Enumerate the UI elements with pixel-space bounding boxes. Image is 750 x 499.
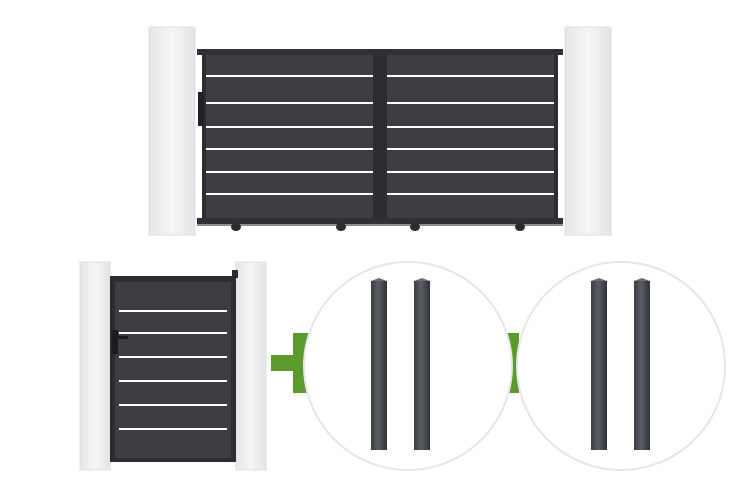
- lock-icon: [198, 92, 204, 126]
- post-pair-circle-1: [303, 261, 513, 471]
- post-right: [634, 278, 650, 450]
- gate-leaf-left: [198, 55, 377, 220]
- gate-leaf-right: [383, 55, 558, 220]
- door-handle-icon: [112, 330, 128, 354]
- pedestrian-gate-group: [79, 261, 267, 471]
- post-left: [371, 278, 387, 450]
- post-pair-circle-2: [516, 261, 726, 471]
- right-pillar: [564, 26, 612, 236]
- left-pillar-small: [79, 261, 111, 471]
- left-pillar: [148, 26, 196, 236]
- post-right: [414, 278, 430, 450]
- right-pillar-small: [235, 261, 267, 471]
- post-left: [591, 278, 607, 450]
- wheels: [231, 223, 525, 231]
- sliding-gate-group: [148, 26, 612, 236]
